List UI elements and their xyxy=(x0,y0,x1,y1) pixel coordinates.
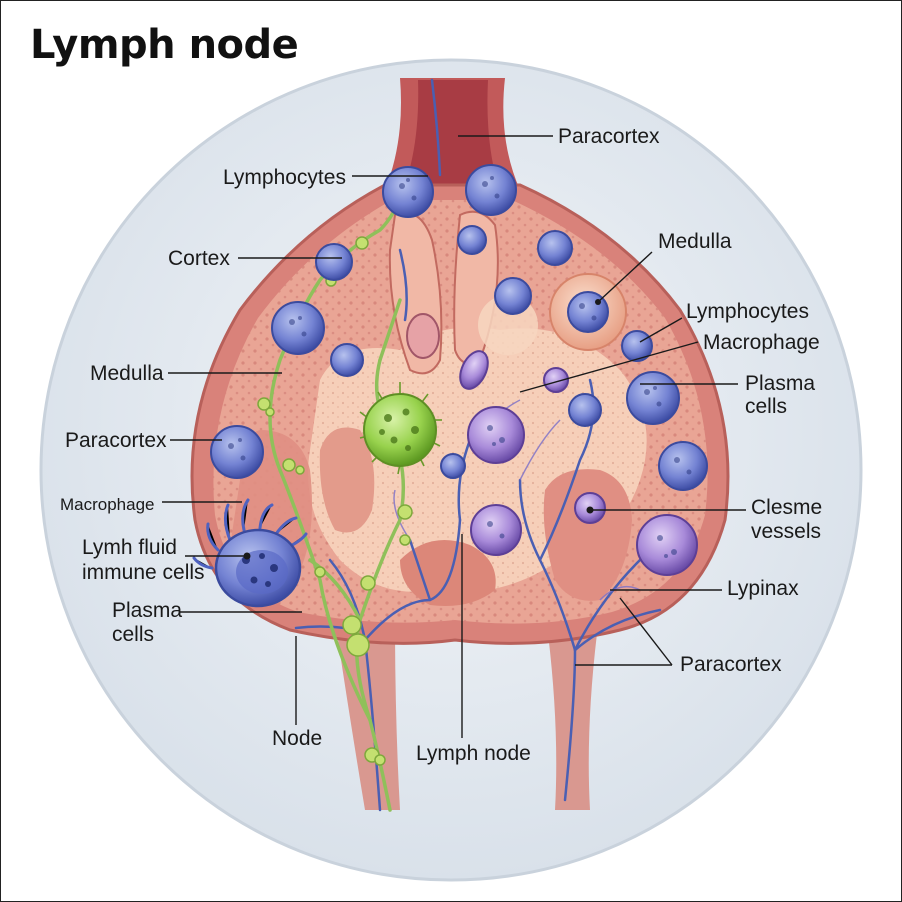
label-paracortex-bottom: Paracortex xyxy=(680,653,782,676)
sinus-center xyxy=(319,427,375,533)
macrophage-center xyxy=(359,382,442,475)
label-lymh-fluid: Lymh fluid xyxy=(82,536,177,559)
label-macrophage-right: Macrophage xyxy=(703,331,820,354)
label-plasma-left-cells: cells xyxy=(112,623,155,646)
label-paracortex-top: Paracortex xyxy=(558,125,660,148)
label-clesme-vessels: vessels xyxy=(751,520,822,543)
leader-lines xyxy=(162,135,746,738)
central-follicle xyxy=(406,313,440,359)
label-lymphocytes-left: Lymphocytes xyxy=(223,166,346,189)
sinus-bottom xyxy=(400,540,496,606)
label-plasma-right-cells: cells xyxy=(745,395,788,418)
label-plasma-right: Plasma xyxy=(745,372,816,395)
label-lypinax: Lypinax xyxy=(727,577,799,600)
label-cortex: Cortex xyxy=(168,247,230,270)
page-title: Lymph node xyxy=(30,22,299,68)
label-clesme: Clesme xyxy=(751,496,823,519)
label-lymph-node: Lymph node xyxy=(416,742,531,765)
plasma-cells xyxy=(467,367,698,576)
macrophage-left xyxy=(192,498,308,608)
label-medulla-left: Medulla xyxy=(90,362,164,385)
label-node: Node xyxy=(272,727,323,750)
label-paracortex-left: Paracortex xyxy=(65,429,167,452)
label-immune-cells: immune cells xyxy=(82,561,205,584)
label-plasma-left: Plasma xyxy=(112,599,183,622)
lymphocytes xyxy=(210,164,708,491)
label-medulla-right: Medulla xyxy=(658,230,732,253)
lymphatic-nodules xyxy=(257,236,413,766)
label-macrophage-left: Macrophage xyxy=(60,495,155,514)
label-lymphocytes-right: Lymphocytes xyxy=(686,300,809,323)
